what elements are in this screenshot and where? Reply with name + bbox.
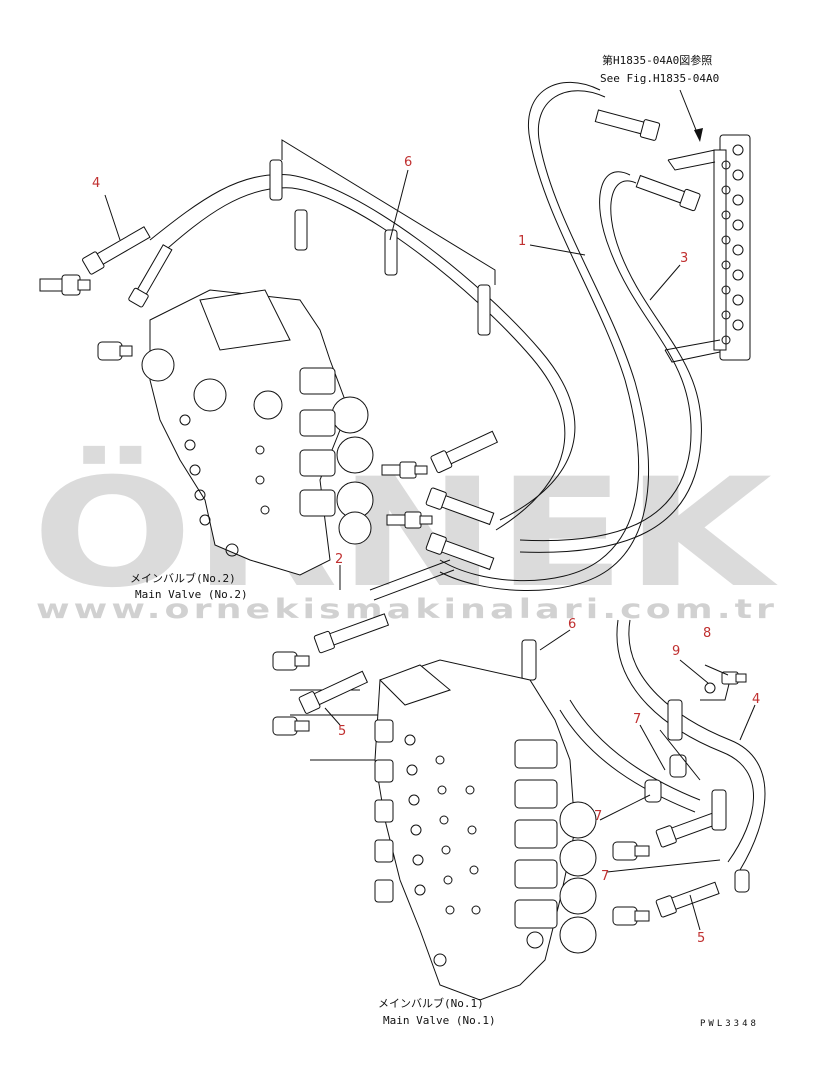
valve-no1-caption-jp: メインバルブ(No.1) [378,996,484,1010]
callout-9: 9 [672,644,680,659]
reference-note-en: See Fig.H1835-04A0 [600,72,719,85]
callout-5-left: 5 [338,724,346,739]
callout-1: 1 [518,234,526,249]
callout-4-right: 4 [752,692,760,707]
manifold-block [664,134,751,363]
reference-note-jp: 第H1835-04A0図参照 [602,53,712,67]
reference-arrow-icon [694,128,703,142]
leader-lines [104,169,756,931]
main-valve-no2 [141,289,374,576]
watermark-url: www.ornekismakinalari.com.tr [36,594,778,625]
washer-icon [704,682,716,694]
valve-no1-caption-en: Main Valve (No.1) [383,1014,496,1027]
valve-no2-caption-jp: メインバルブ(No.2) [130,571,236,585]
drawing-code: PWL3348 [700,1019,759,1029]
callout-7-middle: 7 [594,809,602,824]
callout-3: 3 [680,251,688,266]
callout-7-upper: 7 [633,712,641,727]
callout-6-top: 6 [404,155,412,170]
main-valve-no1 [374,659,597,1001]
hose-fittings [82,109,720,918]
valve-no2-caption-en: Main Valve (No.2) [135,588,248,601]
callout-8: 8 [703,626,711,641]
callout-6-middle: 6 [568,617,576,632]
callout-5-right: 5 [697,931,705,946]
callout-4-top: 4 [92,176,100,191]
connectors [39,274,747,926]
callout-2: 2 [335,552,343,567]
clamps [269,139,750,893]
hoses [149,81,766,871]
callout-7-lower: 7 [601,869,609,884]
